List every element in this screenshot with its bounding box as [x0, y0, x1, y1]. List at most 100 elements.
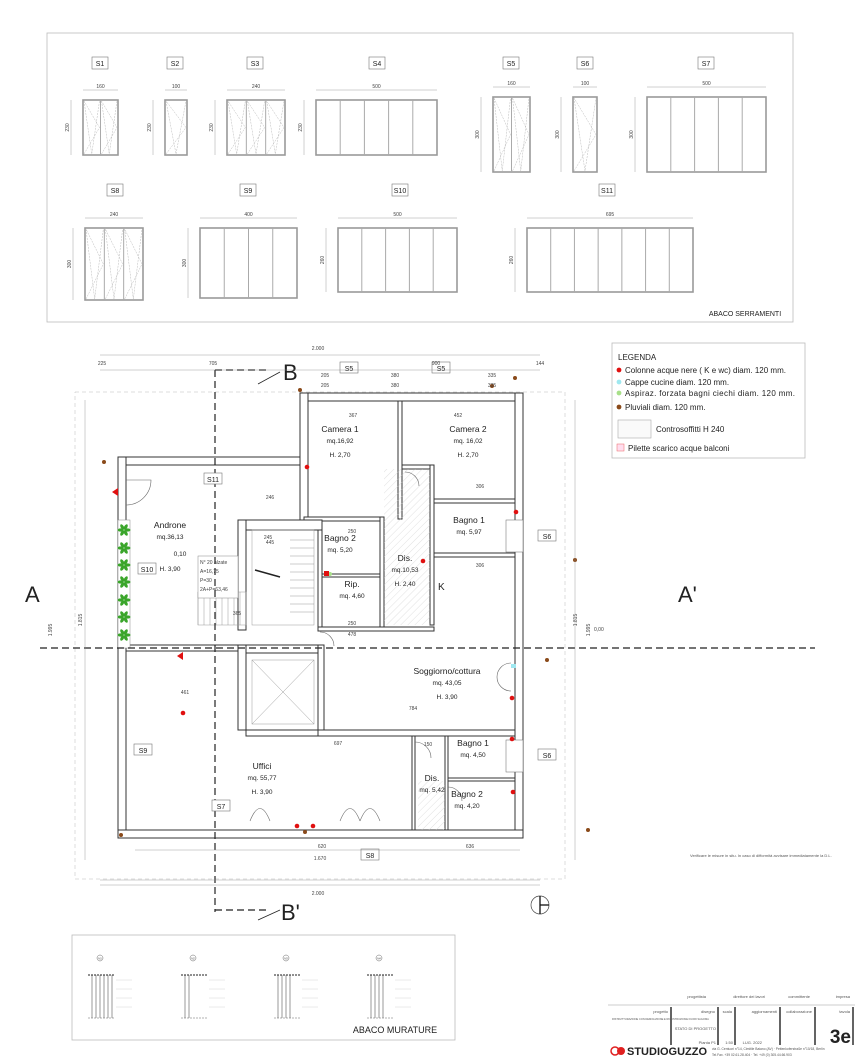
room-height: H. 3,90	[252, 789, 273, 796]
dimension-label: 225	[98, 361, 107, 367]
studio-phone: Tel.Fax. +39 02.61.28.404 · Tel. +49 (0)…	[712, 1053, 792, 1057]
section-label-a-prime: A'	[678, 582, 697, 607]
room-label: Bagno 1mq. 4,50	[457, 738, 489, 759]
wall-schedule-title: ABACO MURATURE	[353, 1025, 437, 1035]
room-area: mq. 5,20	[327, 547, 353, 554]
window-height: 300	[629, 130, 635, 139]
window-width: 160	[96, 84, 105, 90]
stair-note: 2A+P=63,46	[200, 587, 228, 593]
downpipe-icon	[513, 376, 517, 380]
window-height: 260	[320, 256, 326, 265]
kitchen-hood-icon	[616, 379, 622, 385]
dimension-label: 367	[349, 413, 358, 419]
room-area: mq.10,53	[391, 567, 418, 574]
window-height: 230	[298, 123, 304, 132]
sewer-column-icon	[310, 823, 316, 829]
window-width: 695	[606, 212, 615, 218]
dimension-label: 250	[348, 621, 357, 627]
studio-logo-icon	[610, 1046, 625, 1056]
sewer-column-icon	[304, 464, 310, 470]
window-schedule-frame	[46, 32, 794, 323]
window-width: 240	[110, 212, 119, 218]
dimension-label: 2.000	[312, 346, 325, 352]
window-schedule-title: ABACO SERRAMENTI	[709, 311, 781, 318]
plant-icon	[117, 542, 131, 554]
dimension-label: 452	[454, 413, 463, 419]
dimension-label: 335	[488, 383, 497, 389]
window-tag	[697, 56, 715, 70]
room-label: Bagno 2 mq. 4,20	[451, 789, 483, 810]
dimension-label: 365	[233, 611, 242, 617]
room-area: mq. 4,20	[454, 803, 480, 810]
drawing-name: STATO DI PROGETTO	[675, 1026, 716, 1031]
window-height: 300	[67, 260, 73, 269]
header-label: tavola	[839, 1009, 850, 1014]
room-label: Bagno 2mq. 5,20	[324, 533, 356, 554]
kitchen-hood-icon	[511, 664, 516, 668]
stair-note: P=30	[200, 578, 212, 584]
dimension-label: 246	[266, 495, 275, 501]
plant-icon	[117, 559, 131, 571]
downpipe-icon	[545, 658, 549, 662]
window-width: 500	[372, 84, 381, 90]
window-height: 300	[475, 130, 481, 139]
sewer-column-icon	[180, 710, 186, 716]
dimension-label: 784	[409, 706, 418, 712]
window-tag	[502, 56, 520, 70]
window-height: 300	[555, 130, 561, 139]
dimension-label: 1.815	[573, 614, 579, 627]
room-height: H. 2,70	[458, 452, 479, 459]
room-name: Bagno 1	[453, 515, 485, 525]
room-name: Bagno 1	[457, 738, 489, 748]
wall-type: M3	[274, 954, 318, 1019]
room-area: mq. 43,05	[433, 680, 462, 687]
kitchen-mark: K	[438, 582, 445, 593]
section-label-a: A	[25, 582, 40, 607]
header-label: collaborazione	[786, 1009, 813, 1014]
role-label: progettista	[687, 994, 706, 999]
plant-icon	[117, 576, 131, 588]
window-tag: S6	[543, 534, 552, 541]
room-height: H. 2,40	[395, 581, 416, 588]
walls	[117, 392, 524, 839]
site-note: Verificare le misure in situ. In caso di…	[690, 853, 832, 858]
legend-title: LEGENDA	[618, 353, 657, 362]
north-arrow-icon	[530, 895, 550, 915]
room-label: Dis.mq. 5,42	[419, 773, 445, 794]
room-name: Soggiorno/cottura	[413, 666, 480, 676]
room-name: Androne	[154, 520, 186, 530]
dimension-label: 205	[321, 383, 330, 389]
legend-item: Aspiraz. forzata bagni ciechi diam. 120 …	[625, 389, 795, 398]
legend-item: Pilette scarico acque balconi	[628, 444, 730, 453]
planter	[117, 519, 131, 649]
room-label: Rip.mq. 4,60	[339, 579, 365, 600]
downpipe-icon	[119, 833, 123, 837]
wall-type: M1	[88, 954, 132, 1019]
room-name: Uffici	[253, 761, 272, 771]
doors	[125, 471, 512, 822]
room-name: Bagno 2	[451, 789, 483, 799]
window-tag: S6	[543, 753, 552, 760]
window-tag: S5	[345, 366, 354, 373]
window-width: 500	[702, 81, 711, 87]
header-label: aggiornamenti	[752, 1009, 777, 1014]
room-name: Rip.	[344, 579, 359, 589]
room-label: Dis.mq.10,53H. 2,40	[391, 553, 418, 588]
dimension-label: 636	[466, 844, 475, 850]
scale-value: 1:50	[725, 1040, 734, 1045]
window-tag	[391, 183, 409, 197]
dimension-label: 1.995	[48, 624, 54, 637]
header-label: progetto	[653, 1009, 668, 1014]
window-label: S2	[171, 61, 180, 68]
window-label: S4	[373, 61, 382, 68]
wall-type-label: M2	[191, 957, 195, 961]
downpipe-icon	[616, 404, 622, 410]
window-height: 230	[65, 123, 71, 132]
room-height: H. 2,70	[330, 452, 351, 459]
